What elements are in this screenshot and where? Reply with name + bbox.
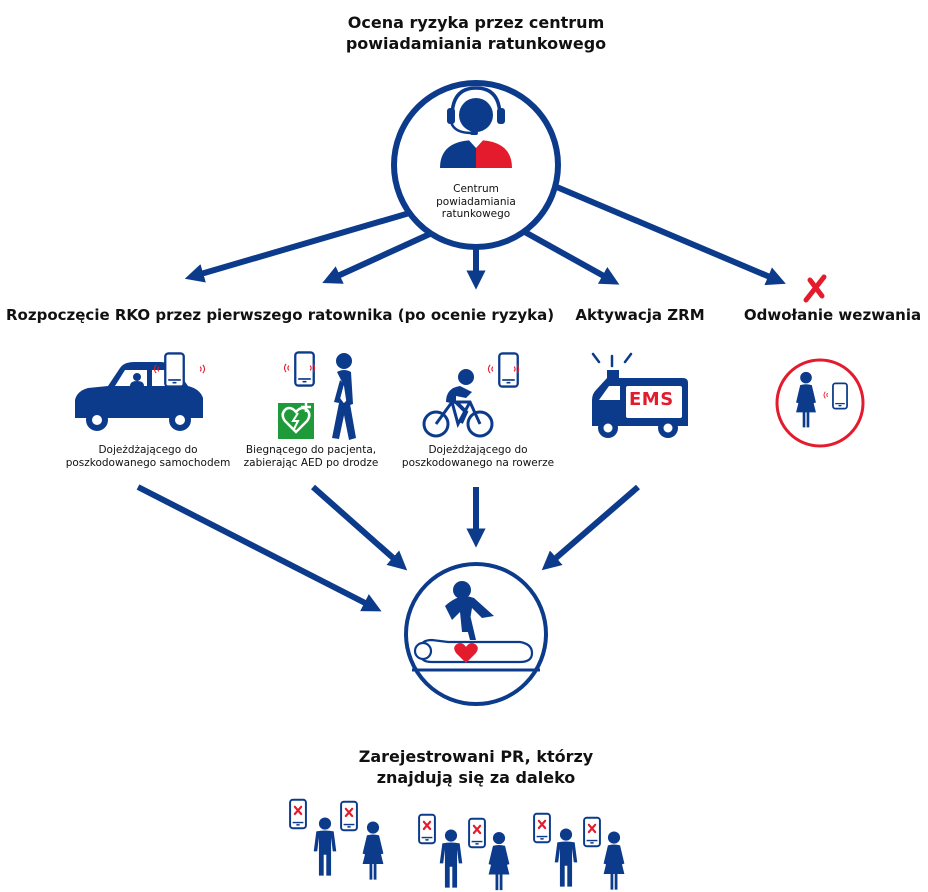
bicycle-icon [422,352,520,438]
arrow-to-walker [322,230,434,284]
far-responders-group [289,798,625,891]
ambulance-icon [591,352,688,438]
branch-ems-label: Aktywacja ZRM [575,306,705,324]
arrow-car-to-patient [136,484,382,612]
arrow-to-car [184,209,414,283]
dispatcher-headset-icon [440,86,512,168]
red-x-icon [803,274,827,303]
patient-cpr [404,562,548,706]
responder-cyclist-label: Dojeżdżającego do poszkodowanego na rowe… [401,444,555,469]
arrow-to-ems [521,228,620,285]
cancel-call-group [775,274,865,448]
branch-cancel-label: Odwołanie wezwania [743,306,922,324]
responder-car-label: Dojeżdżającego do poszkodowanego samocho… [65,444,231,469]
diagram-title: Ocena ryzyka przez centrum powiadamiania… [345,13,607,53]
arrow-walker-to-patient [311,484,408,571]
responder-walker-label: Biegnącego do pacjenta, zabierając AED p… [243,444,379,469]
far-group-2 [418,813,510,891]
arrow-to-cancel [550,182,786,286]
ambulance-ems-text: EMS [629,389,674,410]
arrows [136,182,786,612]
cpr-icon [412,581,540,672]
far-group-3 [533,812,625,890]
far-responders-title: Zarejestrowani PR, którzy znajdują się z… [358,747,594,787]
walking-person-aed-icon [278,351,356,440]
heart-icon [454,643,478,663]
arrow-ems-to-patient [541,484,640,571]
car-icon [75,352,206,431]
far-group-1 [289,798,384,880]
dispatch-center [391,80,561,250]
branch-cpr-label: Rozpoczęcie RKO przez pierwszego ratowni… [6,306,555,324]
dispatch-center-label: Centrum powiadamiania ratunkowego [436,183,516,220]
